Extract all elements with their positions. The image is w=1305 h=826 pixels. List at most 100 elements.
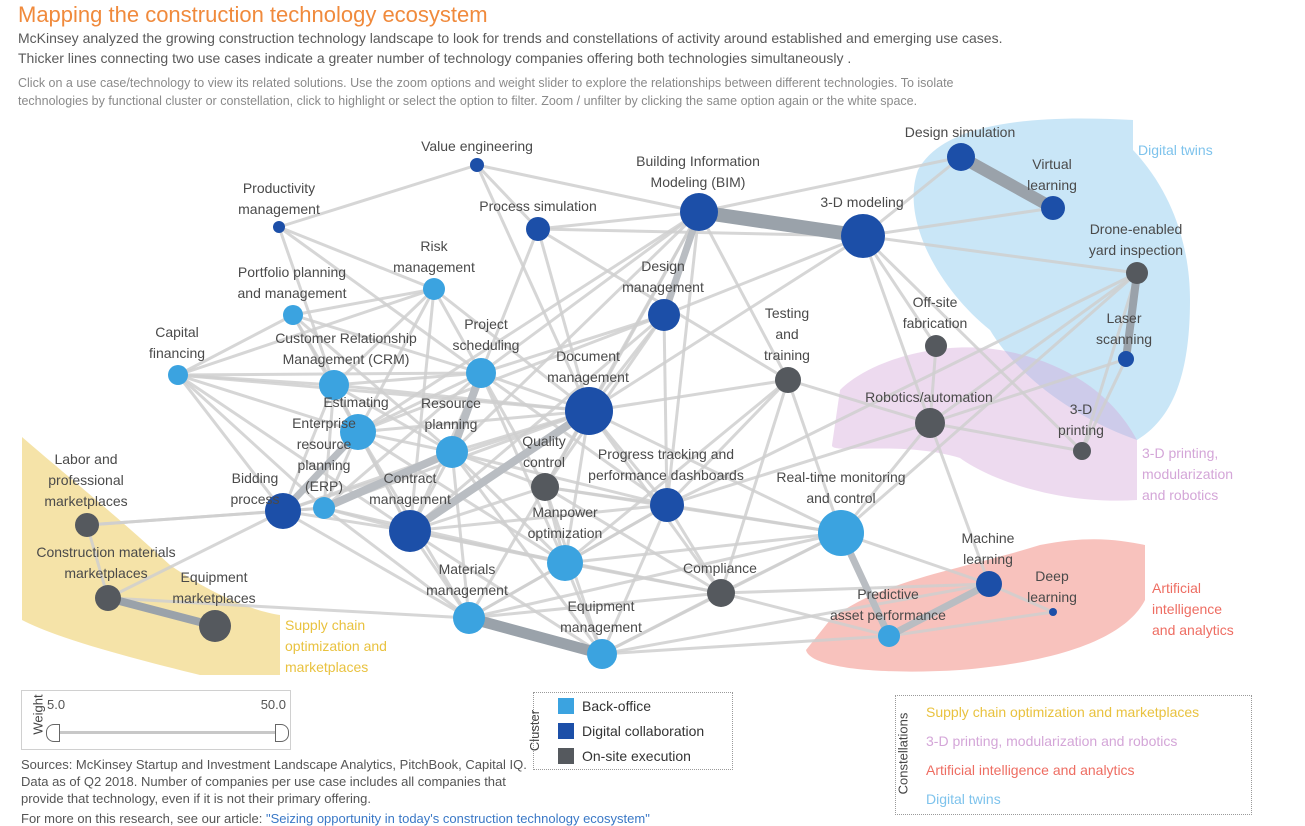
node-labor-marketplaces[interactable] (75, 513, 99, 537)
edge (1080, 272, 1139, 452)
cluster-digital-collaboration[interactable]: Digital collaboration (558, 723, 704, 739)
node-project-scheduling[interactable] (466, 358, 496, 388)
constellation-legend-title: Constellations (895, 712, 911, 795)
node-value-engineering[interactable] (470, 158, 484, 172)
page-title: Mapping the construction technology ecos… (18, 2, 488, 27)
on-site-execution-swatch (558, 748, 574, 764)
edge (282, 509, 470, 620)
edge (408, 288, 436, 532)
edge (177, 287, 435, 377)
edge (601, 582, 990, 656)
cluster-on-site-execution[interactable]: On-site execution (558, 748, 691, 764)
weight-max-handle[interactable] (275, 724, 289, 742)
node-capital-financing[interactable] (168, 365, 188, 385)
edge (666, 271, 1138, 507)
edge (665, 211, 701, 506)
node-materials-management[interactable] (453, 602, 485, 634)
edge (601, 634, 890, 656)
node-estimating[interactable] (340, 414, 376, 450)
cluster-legend: Cluster Back-office Digital collaboratio… (527, 692, 733, 770)
node-erp[interactable] (313, 497, 335, 519)
node-drone-yard[interactable] (1126, 262, 1148, 284)
constellation-printing[interactable]: 3-D printing, modularization and robotic… (926, 733, 1178, 749)
node-quality-control[interactable] (531, 473, 559, 501)
edge (107, 596, 470, 620)
node-process-simulation[interactable] (526, 217, 550, 241)
node-equipment-management[interactable] (587, 639, 617, 669)
edge (322, 384, 336, 509)
node-productivity-management[interactable] (273, 221, 285, 233)
constellation-ai[interactable]: Artificial intelligence and analytics (926, 762, 1135, 778)
node-bim[interactable] (680, 193, 718, 231)
instructions-line-1: Click on a use case/technology to view i… (18, 76, 954, 90)
edge (862, 206, 1054, 238)
edge (666, 421, 931, 507)
edge-strong (463, 612, 608, 660)
node-document-management[interactable] (565, 387, 613, 435)
edge (450, 450, 567, 565)
node-progress-tracking[interactable] (650, 488, 684, 522)
node-laser-scanning[interactable] (1118, 351, 1134, 367)
edge (480, 313, 665, 375)
cluster-label: Back-office (582, 698, 651, 714)
cluster-back-office[interactable]: Back-office (558, 698, 651, 714)
node-testing-training[interactable] (775, 367, 801, 393)
node-manpower[interactable] (547, 545, 583, 581)
node-modeling-3d[interactable] (841, 214, 885, 258)
edge (476, 163, 700, 214)
node-risk-management[interactable] (423, 278, 445, 300)
edge (292, 313, 482, 375)
edge (536, 228, 591, 412)
edge (564, 561, 722, 595)
edge (861, 234, 1084, 453)
weight-min-handle[interactable] (46, 724, 60, 742)
node-machine-learning[interactable] (976, 571, 1002, 597)
node-resource-planning[interactable] (436, 436, 468, 468)
node-realtime-monitoring[interactable] (818, 510, 864, 556)
node-virtual-learning[interactable] (1041, 196, 1065, 220)
weight-slider-track[interactable] (48, 731, 283, 734)
node-portfolio[interactable] (283, 305, 303, 325)
node-compliance[interactable] (707, 579, 735, 607)
node-printing-3d[interactable] (1073, 442, 1091, 460)
edge (451, 450, 668, 507)
edge (278, 163, 478, 229)
node-crm[interactable] (319, 370, 349, 400)
constellation-supply-chain[interactable]: Supply chain optimization and marketplac… (926, 704, 1200, 720)
node-construction-materials[interactable] (95, 585, 121, 611)
edge (323, 506, 470, 620)
node-bidding[interactable] (265, 493, 301, 529)
subtitle-line-1: McKinsey analyzed the growing constructi… (18, 30, 1003, 46)
node-predictive-asset[interactable] (878, 625, 900, 647)
edge (176, 373, 326, 510)
node-equipment-marketplaces[interactable] (199, 610, 231, 642)
node-offsite-fab[interactable] (925, 335, 947, 357)
edge (888, 610, 1054, 638)
constellation-digital-twins[interactable]: Digital twins (926, 791, 1001, 807)
edge (177, 373, 359, 434)
node-design-simulation[interactable] (947, 143, 975, 171)
edge (450, 210, 701, 454)
node-design-management[interactable] (648, 299, 680, 331)
node-contract-management[interactable] (389, 510, 431, 552)
edge (929, 357, 1127, 425)
node-deep-learning[interactable] (1049, 608, 1057, 616)
node-robotics[interactable] (915, 408, 945, 438)
edge (357, 371, 482, 434)
